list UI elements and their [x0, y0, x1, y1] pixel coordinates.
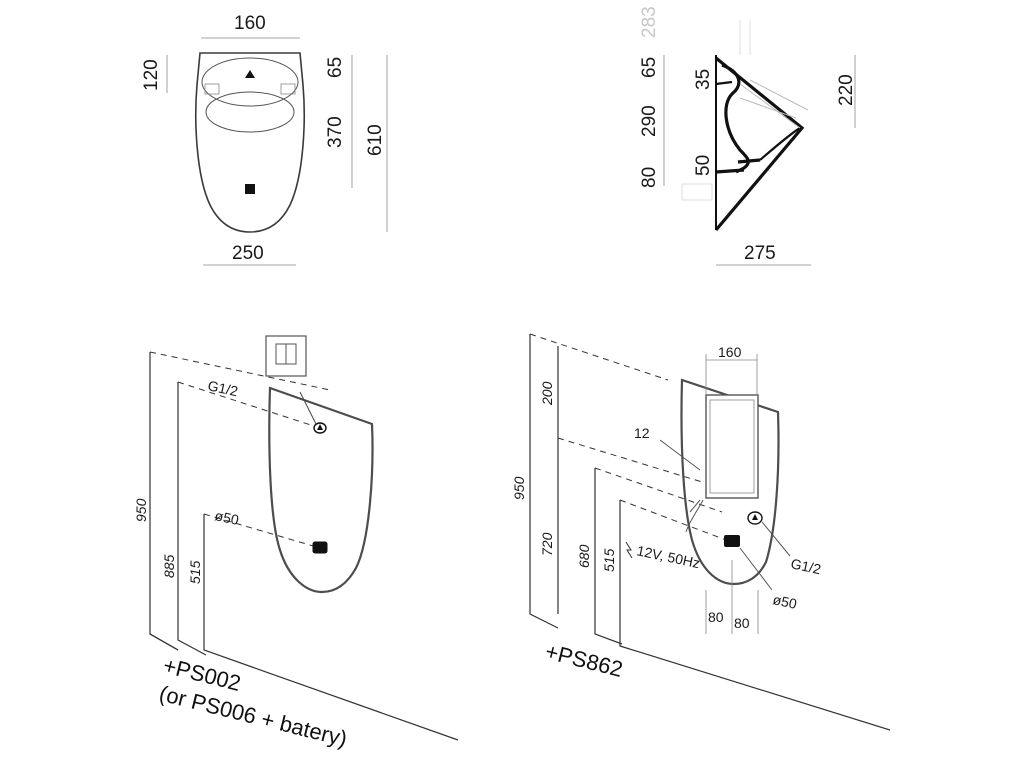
inlet-marker: [245, 70, 255, 78]
rim-inner: [205, 91, 295, 133]
dim-720-r: 720: [539, 532, 555, 556]
label-power: 12V, 50Hz: [635, 542, 701, 571]
outlet-marker-r: [724, 535, 740, 547]
dim-left-290: 290: [639, 105, 660, 137]
dim-680-r: 680: [576, 544, 592, 568]
label-inlet-g12: G1/2: [206, 377, 239, 399]
dash-top: [149, 351, 331, 391]
dim-80-right: 80: [734, 615, 750, 631]
dim-line-80-80: [705, 560, 759, 634]
sensor-window: [705, 394, 759, 499]
dim-950-r: 950: [511, 476, 527, 500]
dim-top-width: 160: [234, 13, 266, 34]
side-profile-inner: [715, 63, 761, 174]
floor-link: [149, 633, 179, 651]
dim-80-left: 80: [708, 609, 724, 625]
dash-top-r: [529, 333, 669, 381]
dash-inlet: [177, 381, 321, 429]
label-outlet-50-r: ø50: [771, 591, 798, 612]
wall-step-950: [149, 352, 179, 651]
faint-bracket: [681, 183, 713, 201]
dim-right-220: 220: [836, 74, 857, 106]
wall-step-950-r: [529, 334, 559, 629]
dim-515: 515: [187, 560, 203, 584]
power-bolt-icon: [625, 541, 633, 559]
bowl-outline-iso: [268, 386, 374, 594]
install-ps862: 160 80 80 950 200 720 680 515 12 12V, 50…: [511, 333, 891, 731]
dim-left-65: 65: [639, 57, 660, 78]
label-outlet-50: ø50: [213, 507, 240, 528]
leader-inlet: [299, 391, 317, 425]
dim-885: 885: [161, 554, 177, 578]
dim-bottom-width: 250: [232, 243, 264, 264]
dim-sensor-160: 160: [718, 344, 742, 360]
dash-sensor-r: [557, 437, 703, 483]
wall-step-885: [177, 382, 207, 656]
dim-200-r: 200: [539, 381, 555, 406]
dim-left-80: 80: [639, 167, 660, 188]
dash-outlet-r: [619, 499, 727, 541]
dim-seg-65: 65: [325, 57, 346, 78]
dim-inner-50: 50: [693, 155, 714, 176]
inlet-triangle: [317, 424, 323, 430]
wall-step-680-r: [594, 468, 623, 645]
leaders-r: [659, 439, 791, 591]
front-view: 160 250 120 65 370 610: [141, 13, 388, 266]
side-profile-details: [715, 80, 801, 161]
dim-seg-370: 370: [325, 116, 346, 148]
dim-offset-12: 12: [634, 425, 650, 441]
sensor-window-inner: [709, 399, 755, 494]
dim-left-120: 120: [141, 59, 162, 91]
dash-outlet: [203, 513, 321, 549]
bracket-left: [204, 83, 220, 95]
outlet-marker: [245, 184, 255, 194]
dim-inner-35: 35: [693, 69, 714, 90]
label-inlet-g12-r: G1/2: [789, 555, 822, 577]
bowl-outline-iso-r: [680, 378, 780, 586]
wall-step-515: [203, 514, 459, 741]
wall-step-515-r: [619, 500, 891, 731]
bowl-outline-front: [194, 52, 306, 233]
bracket-right: [280, 83, 296, 95]
dim-line-sensor-width: [705, 354, 758, 395]
rim-outer: [201, 57, 299, 107]
faint-helpers: [739, 79, 809, 129]
dim-depth-275: 275: [744, 243, 776, 264]
outlet-marker-iso: [312, 541, 328, 554]
dim-total-610: 610: [365, 124, 386, 156]
dim-top-faint-283: 283: [639, 6, 660, 38]
dim-515-r: 515: [601, 548, 617, 572]
inlet-triangle-r: [752, 514, 758, 520]
side-view: 283 65 290 80 35 50 220 275: [639, 6, 857, 266]
install-ps002: 950 885 515 G1/2 ø50 +PS002 (or PS006 + …: [133, 335, 459, 751]
side-profile-outer: [714, 56, 805, 232]
model-ps862: +PS862: [543, 639, 626, 682]
dash-inlet-r: [594, 467, 723, 513]
dim-950: 950: [133, 498, 149, 522]
